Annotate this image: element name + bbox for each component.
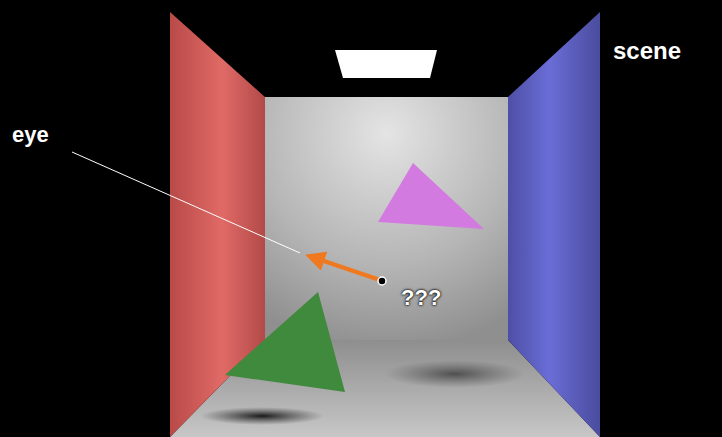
- pink-triangle: [378, 163, 484, 229]
- shadow: [200, 407, 324, 425]
- back-wall: [265, 97, 508, 340]
- green-triangle: [225, 292, 345, 392]
- point-label: ???: [401, 286, 441, 310]
- orange-arrow: [309, 256, 380, 280]
- point: [378, 277, 386, 285]
- scene-label: scene: [613, 38, 681, 64]
- light: [335, 50, 437, 78]
- eye-label: eye: [12, 123, 49, 147]
- eye-ray: [72, 152, 300, 253]
- shadow: [385, 360, 525, 388]
